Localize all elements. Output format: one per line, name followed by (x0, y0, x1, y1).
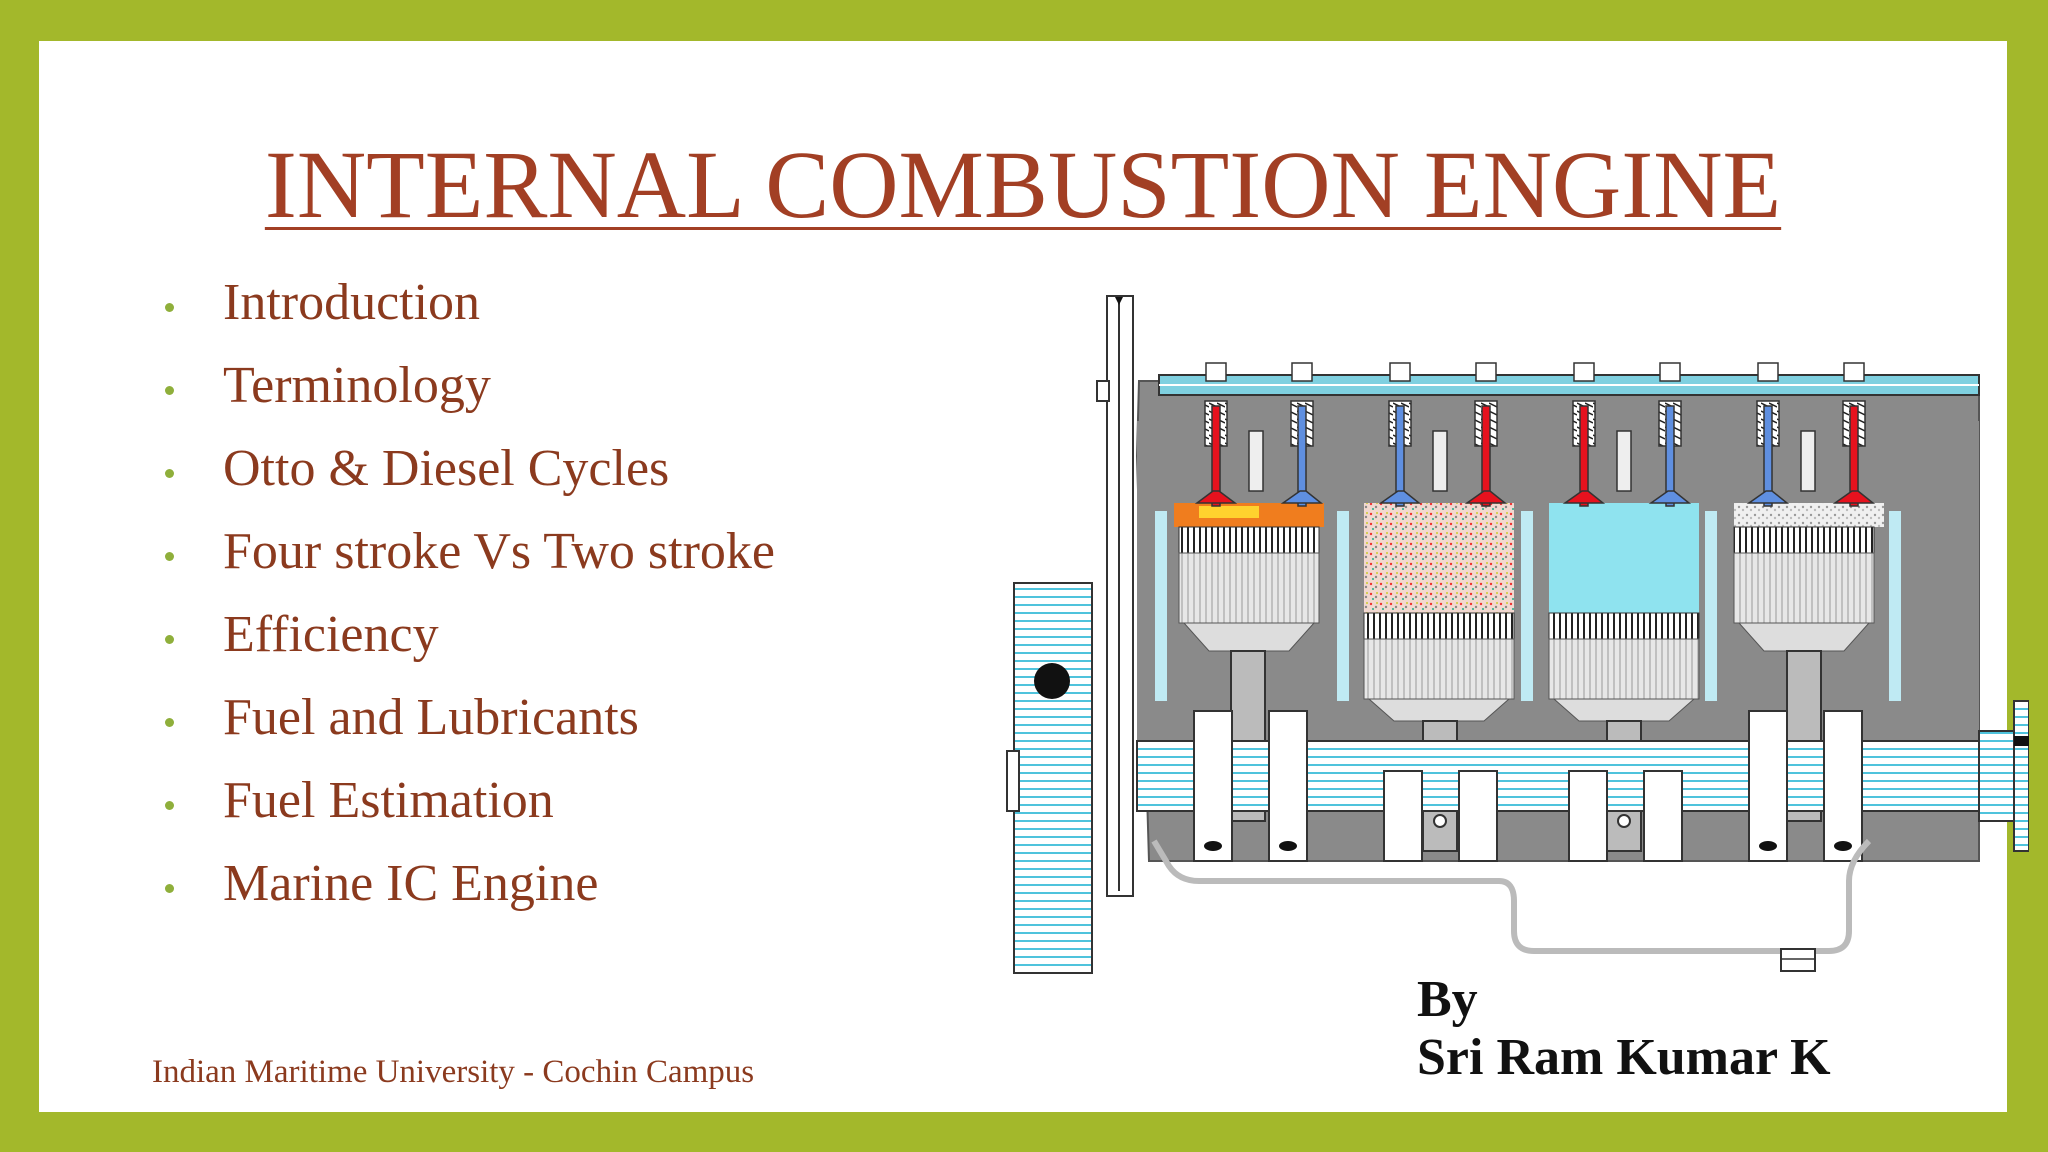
author-block: By Sri Ram Kumar K (1417, 971, 1831, 1087)
institution-name: Indian Maritime University - Cochin Camp… (152, 1054, 755, 1090)
slide-title: INTERNAL COMBUSTION ENGINE (264, 131, 1782, 238)
list-item: Efficiency (127, 609, 775, 692)
slide-canvas: INTERNAL COMBUSTION ENGINE Introduction … (39, 41, 2029, 1112)
list-item: Four stroke Vs Two stroke (127, 526, 775, 609)
list-item-label: Marine IC Engine (223, 855, 599, 912)
author-prefix: By (1417, 971, 1478, 1028)
list-item-label: Terminology (223, 357, 491, 414)
list-item-label: Efficiency (223, 606, 439, 663)
bullet-icon (165, 386, 174, 395)
list-item-label: Otto & Diesel Cycles (223, 440, 670, 497)
topic-list: Introduction Terminology Otto & Diesel C… (127, 277, 775, 941)
list-item: Fuel Estimation (127, 775, 775, 858)
bullet-icon (165, 552, 174, 561)
list-item-label: Introduction (223, 274, 481, 331)
author-name: Sri Ram Kumar K (1417, 1029, 1831, 1087)
list-item: Terminology (127, 360, 775, 443)
bullet-icon (165, 884, 174, 893)
bullet-icon (165, 635, 174, 644)
list-item: Otto & Diesel Cycles (127, 443, 775, 526)
bullet-icon (165, 303, 174, 312)
engine-diagram-icon (1006, 295, 2029, 974)
bullet-icon (165, 801, 174, 810)
list-item: Marine IC Engine (127, 858, 775, 941)
list-item-label: Fuel Estimation (223, 772, 554, 829)
bullet-icon (165, 718, 174, 727)
list-item: Fuel and Lubricants (127, 692, 775, 775)
list-item-label: Fuel and Lubricants (223, 689, 639, 746)
list-item-label: Four stroke Vs Two stroke (223, 523, 775, 580)
bullet-icon (165, 469, 174, 478)
list-item: Introduction (127, 277, 775, 360)
